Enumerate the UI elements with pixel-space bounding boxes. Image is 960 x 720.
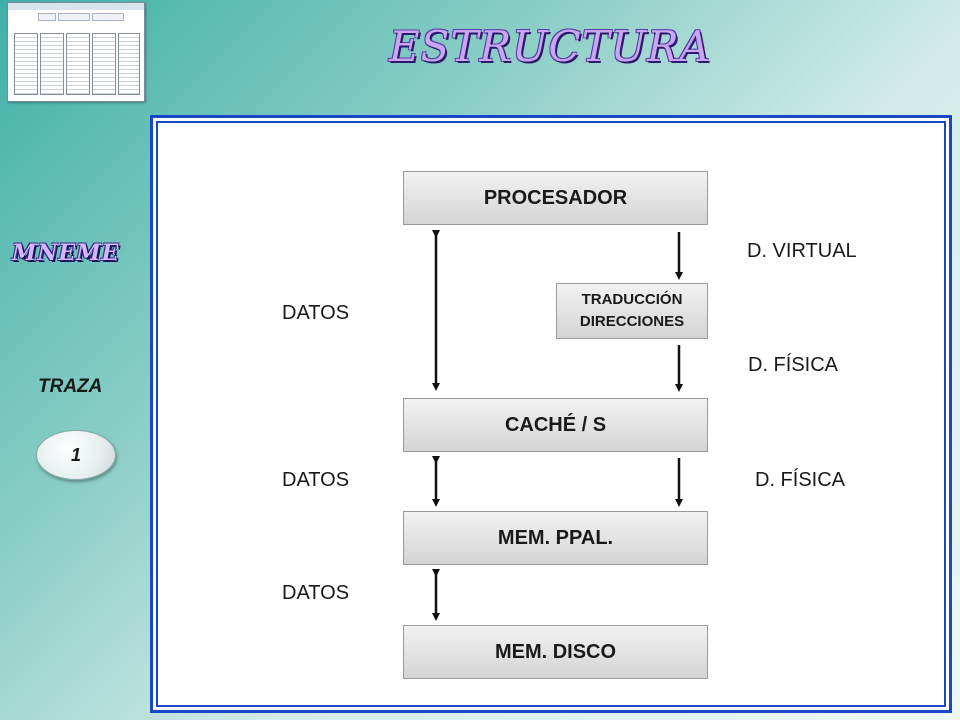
data-label-3: DATOS: [282, 582, 350, 604]
trace-label: TRAZA: [38, 376, 103, 397]
physical-address-label-1: D. FÍSICA: [748, 354, 839, 376]
brand-logo-text: MNEME: [12, 240, 120, 266]
screenshot-thumbnail: [7, 2, 145, 102]
translation-line-2: DIRECCIONES: [579, 313, 685, 330]
page-title: ESTRUCTURA: [389, 22, 711, 71]
cache-box: CACHÉ / S: [403, 398, 708, 452]
virtual-address-label: D. VIRTUAL: [747, 240, 857, 262]
processor-box: PROCESADOR: [403, 171, 708, 225]
data-label-1: DATOS: [282, 302, 350, 324]
physical-address-label-2: D. FÍSICA: [755, 469, 846, 491]
data-label-2: DATOS: [282, 469, 350, 491]
translation-line-1: TRADUCCIÓN: [581, 291, 683, 309]
address-translation-box: TRADUCCIÓN DIRECCIONES: [556, 283, 708, 339]
main-memory-box: MEM. PPAL.: [403, 511, 708, 565]
trace-number-button[interactable]: 1: [36, 430, 116, 480]
disk-memory-box: MEM. DISCO: [403, 625, 708, 679]
